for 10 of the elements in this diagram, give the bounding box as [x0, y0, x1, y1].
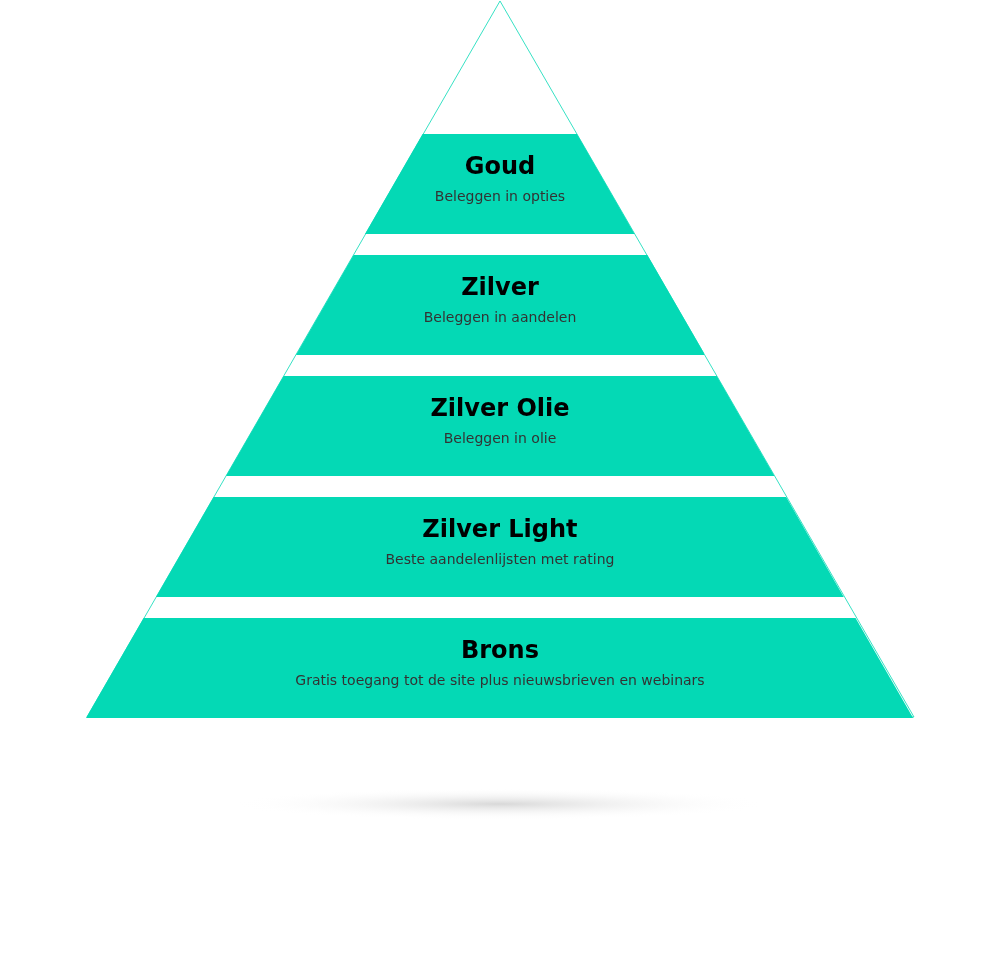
tier-title: Goud — [464, 152, 536, 180]
tier-description: Beleggen in aandelen — [423, 309, 577, 325]
tier-title: Zilver Light — [422, 515, 578, 543]
tier-description: Beleggen in olie — [443, 430, 557, 446]
tier-title: Zilver — [461, 273, 539, 301]
tier-description: Beleggen in opties — [434, 188, 566, 204]
tier-title: Zilver Olie — [430, 394, 570, 422]
tier-description: Beste aandelenlijsten met rating — [385, 551, 615, 567]
tier-title: Brons — [461, 636, 539, 664]
tier-description: Gratis toegang tot de site plus nieuwsbrieven en webinars — [295, 672, 705, 688]
